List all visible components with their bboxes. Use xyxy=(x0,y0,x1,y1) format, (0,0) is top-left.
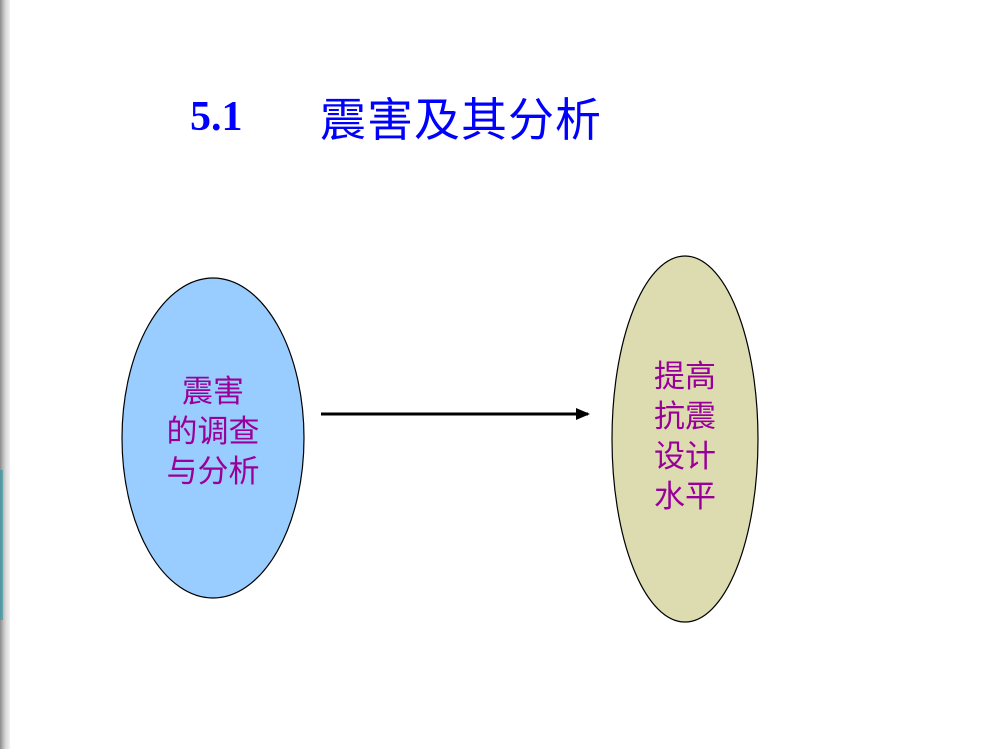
slide-left-border xyxy=(0,0,10,749)
node-right-ellipse xyxy=(611,255,759,623)
title-number: 5.1 xyxy=(190,94,243,140)
node-left-label: 震害 的调查 与分析 xyxy=(166,374,260,490)
title-text: 震害及其分析 xyxy=(320,93,602,147)
node-left-ellipse xyxy=(121,277,305,599)
node-right-label: 提高 抗震 设计 水平 xyxy=(654,359,716,515)
slide-title: 5.1 震害及其分析 xyxy=(190,82,602,152)
slide-left-accent xyxy=(0,470,3,620)
